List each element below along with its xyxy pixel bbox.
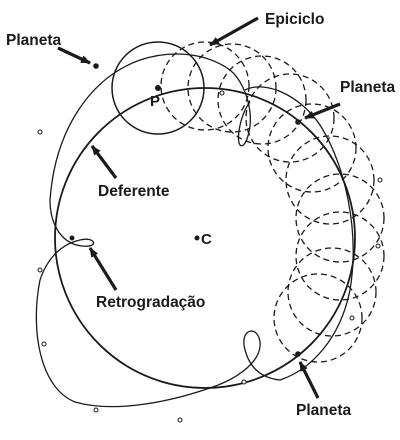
epicycle-circle bbox=[285, 135, 375, 225]
epicycle-circle bbox=[295, 173, 385, 263]
orbit-dot bbox=[37, 267, 43, 273]
orbit-dot bbox=[241, 379, 247, 385]
planet-bottom-dot bbox=[295, 351, 301, 357]
label-epiciclo: Epiciclo bbox=[265, 11, 324, 28]
label-planeta-bottom: Planeta bbox=[296, 402, 352, 419]
planet-trajectory bbox=[35, 53, 354, 408]
epicycle-circle bbox=[187, 43, 277, 133]
orbit-dot bbox=[41, 341, 47, 347]
epicycle-circle bbox=[160, 41, 250, 131]
arrows bbox=[57, 16, 341, 399]
epicycle-circle bbox=[217, 55, 307, 145]
orbit-dot bbox=[37, 129, 43, 135]
label-planeta-top-left: Planeta bbox=[6, 32, 62, 49]
arrow-retrogradacao bbox=[88, 247, 118, 291]
orbit-dot bbox=[177, 417, 183, 423]
p-point-dot bbox=[155, 85, 161, 91]
epicycle-circle bbox=[295, 211, 385, 301]
epicycle-circle bbox=[273, 273, 363, 363]
arrow-epiciclo bbox=[209, 16, 259, 47]
arrow-deferente bbox=[90, 145, 118, 179]
planet-right-dot bbox=[295, 119, 301, 125]
label-planeta-right: Planeta bbox=[340, 79, 396, 96]
label-retrogradacao: Retrogradação bbox=[96, 294, 205, 311]
orbit-dot bbox=[349, 315, 355, 321]
center-dot bbox=[194, 235, 200, 241]
epicycle-circle bbox=[245, 73, 335, 163]
label-deferente: Deferente bbox=[98, 183, 170, 200]
arrow-planeta-bottom bbox=[298, 361, 320, 399]
label-p: P bbox=[150, 93, 160, 110]
retrograde-dot bbox=[69, 235, 75, 241]
arrow-planeta-top-left bbox=[57, 46, 91, 65]
orbit-dot bbox=[377, 177, 383, 183]
orbit-dot bbox=[219, 90, 225, 96]
epicycle-circle bbox=[267, 103, 357, 193]
label-center: C bbox=[201, 231, 212, 248]
trajectory-dots bbox=[37, 90, 383, 423]
dashed-epicycles bbox=[160, 41, 385, 363]
epicycle-circle bbox=[287, 247, 377, 337]
orbit-dot bbox=[93, 407, 99, 413]
arrow-planeta-right bbox=[304, 102, 341, 120]
planet-top-left-dot bbox=[93, 63, 99, 69]
deferent-circle bbox=[54, 87, 356, 389]
orbit-dot bbox=[375, 243, 381, 249]
